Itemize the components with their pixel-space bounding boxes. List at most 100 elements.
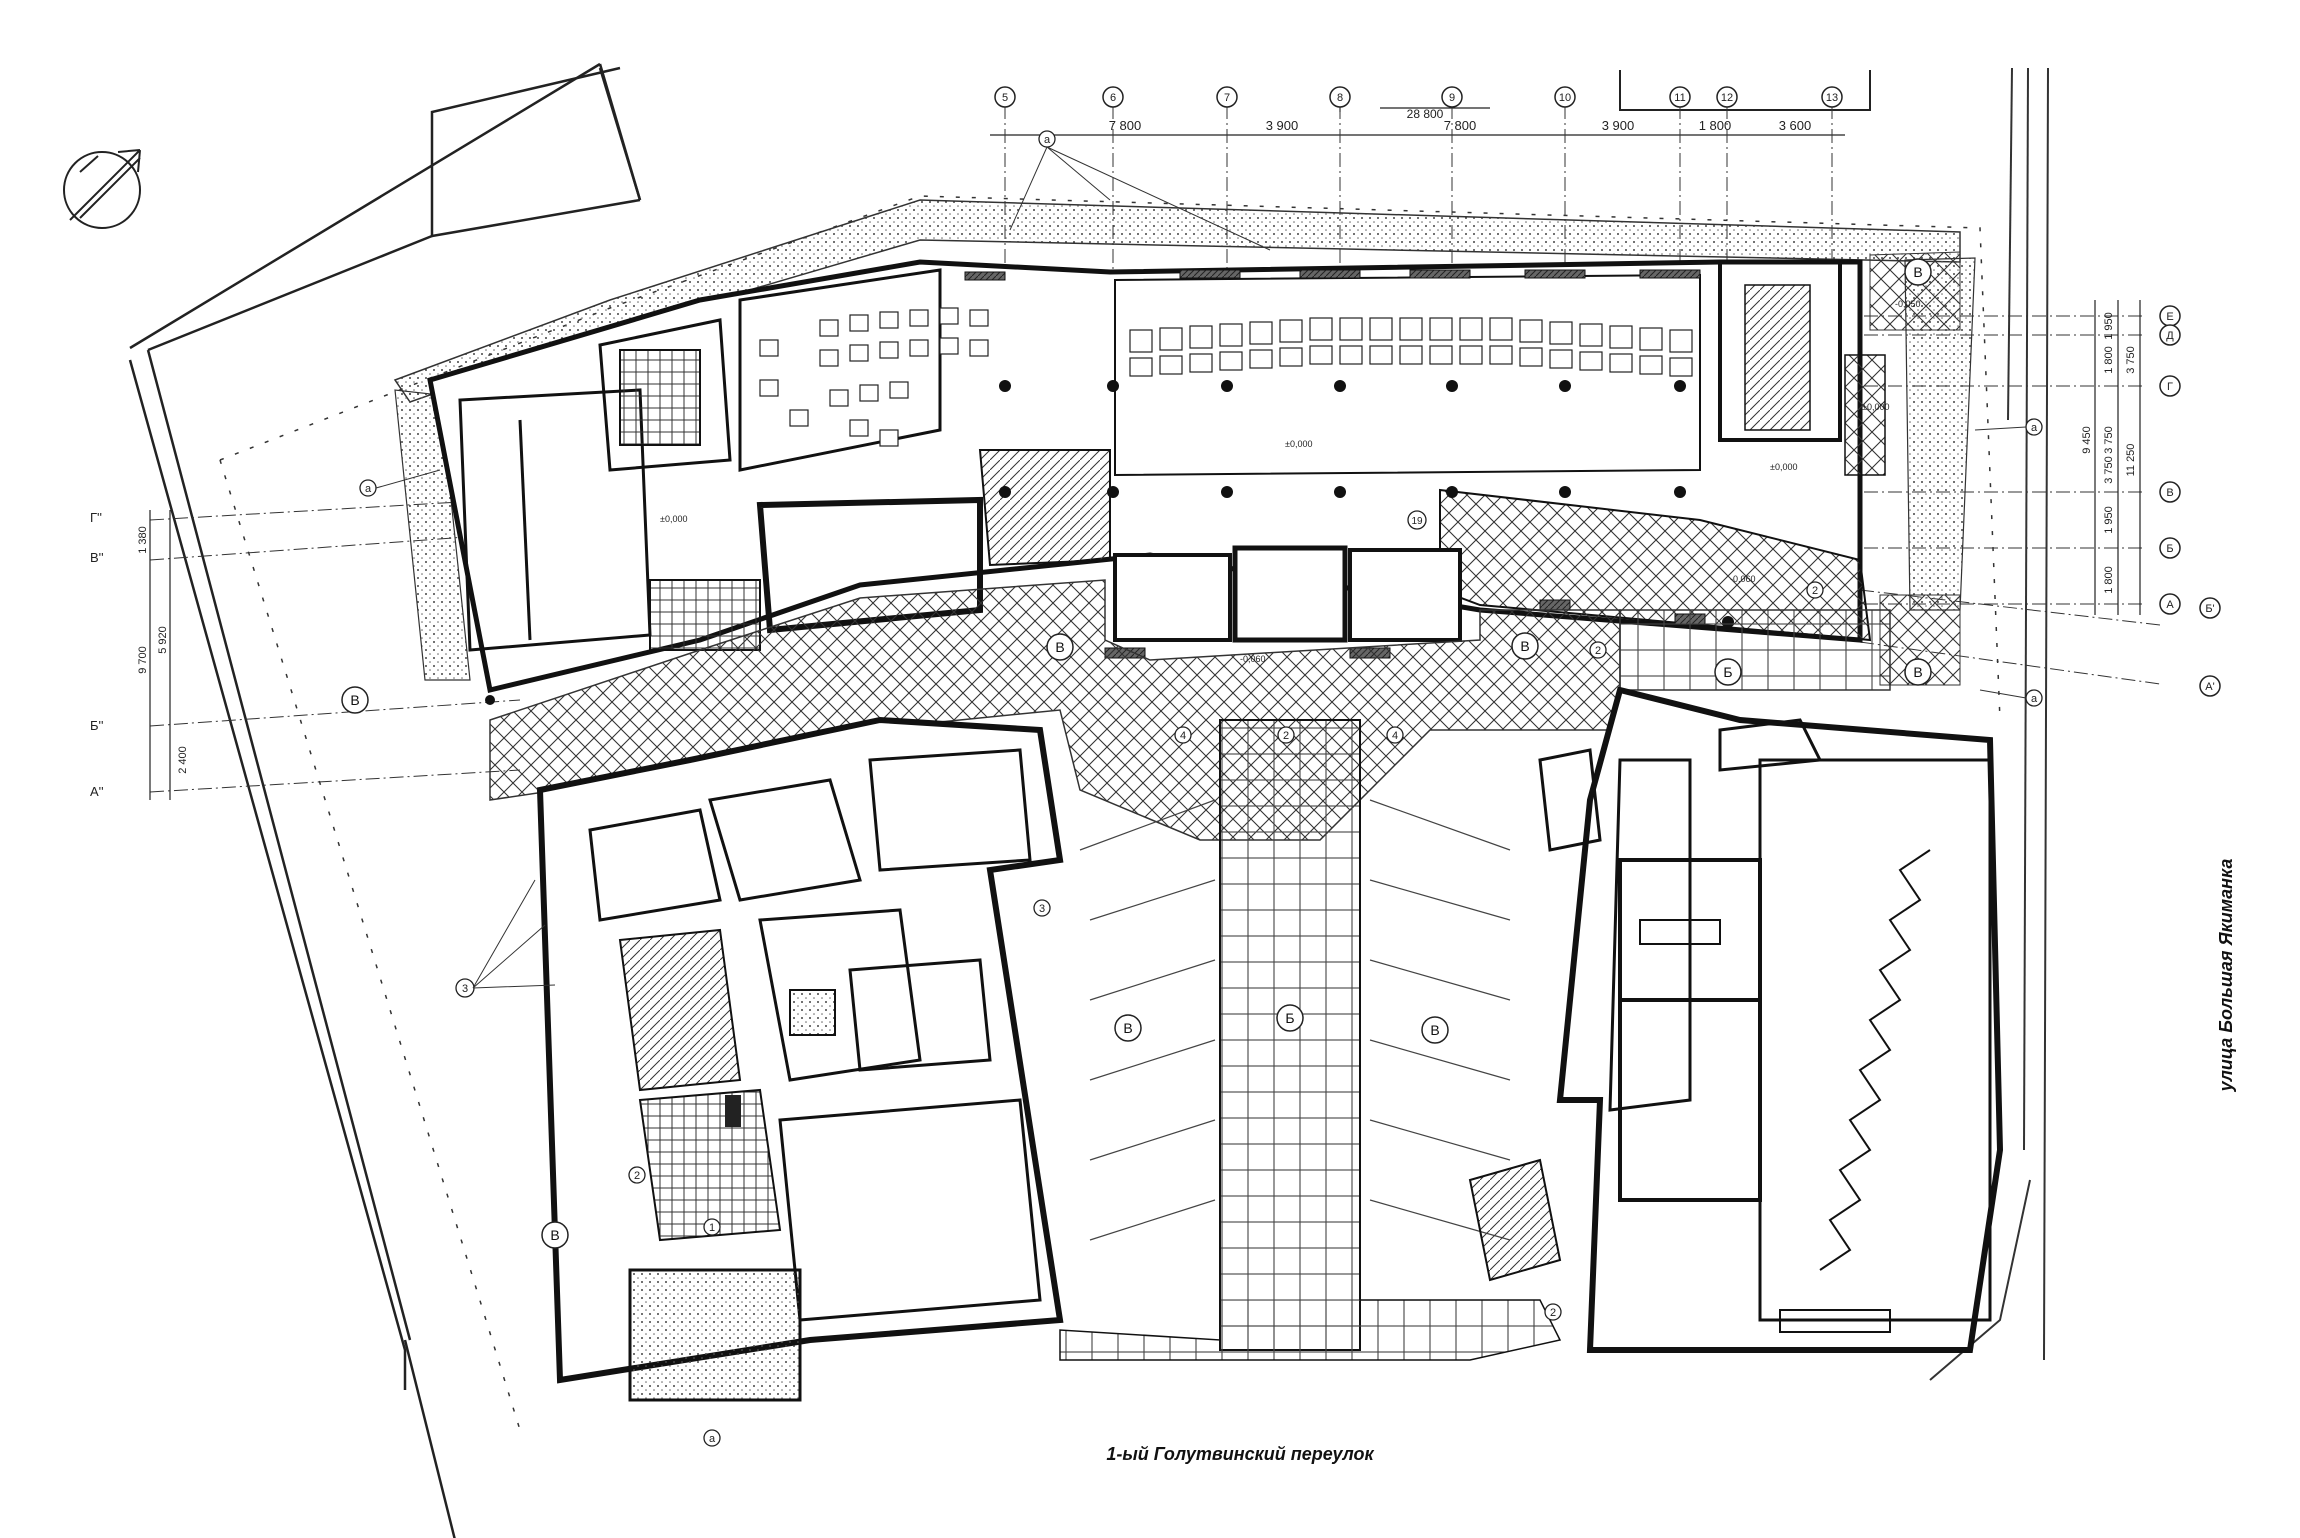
axis-label-A-prime: А' xyxy=(2205,681,2214,693)
neighbour-building-top-left xyxy=(129,62,642,350)
zone-v-4: В xyxy=(1913,264,1922,280)
axis-markers-right: Е Д Г В Б А Б' А' xyxy=(2159,305,2221,697)
level-2: -0,060 xyxy=(1240,654,1266,664)
callout-markers: а а а а а 2 2 2 2 2 1 4 4 3 3 19 xyxy=(359,130,2043,1447)
dim-right-1: 1 950 xyxy=(2103,312,2115,340)
marker-4-1: 4 xyxy=(1180,730,1186,742)
dim-top-4: 3 900 xyxy=(1602,118,1635,133)
dim-left-1: 1 380 xyxy=(137,526,149,554)
axis-label-B-prime: Б' xyxy=(2205,603,2214,615)
axis-label-12: 12 xyxy=(1721,92,1733,104)
dim-top-6: 3 600 xyxy=(1779,118,1812,133)
street-edge-right xyxy=(1929,67,2049,1381)
axis-label-9: 9 xyxy=(1449,92,1455,104)
axis-label-7: 7 xyxy=(1224,92,1230,104)
dim-right-5: 1 950 xyxy=(2103,506,2115,534)
dim-top-3: 7 800 xyxy=(1444,118,1477,133)
structural-columns xyxy=(485,380,1734,705)
dim-right-3: 3 750 xyxy=(2103,426,2115,454)
marker-2-1: 2 xyxy=(1283,730,1289,742)
zone-v-6: В xyxy=(1123,1020,1132,1036)
marker-2-3: 2 xyxy=(1812,585,1818,597)
axis-label-V: В xyxy=(2166,487,2173,499)
marker-4-2: 4 xyxy=(1392,730,1398,742)
dimension-labels-top: 7 800 3 900 7 800 3 900 1 800 3 600 28 8… xyxy=(1109,107,1812,133)
main-building xyxy=(427,259,1886,705)
zone-b-1: Б xyxy=(1285,1010,1294,1026)
dim-top-2: 3 900 xyxy=(1266,118,1299,133)
marker-a-3: а xyxy=(2031,422,2038,434)
courtyard-lower-left xyxy=(628,1268,802,1402)
axis-label-A-dbl: А'' xyxy=(90,784,104,799)
dim-right-4: 3 750 xyxy=(2103,456,2115,484)
dimension-chain-left xyxy=(149,510,171,800)
level-1: ±0,000 xyxy=(1285,439,1312,449)
marker-a-5: а xyxy=(709,1433,716,1445)
axis-label-13: 13 xyxy=(1826,92,1838,104)
north-arrow-icon xyxy=(63,149,141,229)
axis-label-G-dbl: Г'' xyxy=(90,510,102,525)
dimension-chain-right xyxy=(2094,300,2141,615)
axis-markers-top: 5 6 7 8 9 10 11 12 13 xyxy=(994,86,1843,108)
marker-2-4: 2 xyxy=(634,1170,640,1182)
workstations-left xyxy=(759,307,989,447)
zone-b-2: Б xyxy=(1723,664,1732,680)
dim-right-total-2: 3 750 xyxy=(2125,346,2137,374)
zone-labels: В В В В В В В В Б Б xyxy=(341,258,1932,1249)
dim-right-total-3: 11 250 xyxy=(2125,444,2137,477)
dim-right-6: 1 800 xyxy=(2103,566,2115,594)
workstations-hall xyxy=(1129,317,1693,377)
dim-top-5: 1 800 xyxy=(1699,118,1732,133)
axis-label-8: 8 xyxy=(1337,92,1343,104)
zone-v-2: В xyxy=(1055,639,1064,655)
axis-label-B-dbl: Б'' xyxy=(90,718,104,733)
zone-v-3: В xyxy=(1520,638,1529,654)
axis-label-6: 6 xyxy=(1110,92,1116,104)
dim-left-4: 2 400 xyxy=(177,746,189,774)
level-4: ±0,000 xyxy=(660,514,687,524)
dim-left-2: 5 920 xyxy=(157,626,169,654)
zone-v-7: В xyxy=(1430,1022,1439,1038)
marker-2-2: 2 xyxy=(1595,645,1601,657)
marker-3-1: 3 xyxy=(462,983,468,995)
marker-a-4: а xyxy=(2031,693,2038,705)
dim-right-total-1: 9 450 xyxy=(2081,426,2093,454)
axis-label-E: Е xyxy=(2166,311,2173,323)
dim-left-3: 9 700 xyxy=(137,646,149,674)
neighbour-building-left xyxy=(128,66,642,1538)
axis-label-D: Д xyxy=(2166,330,2174,342)
central-walkway xyxy=(1059,719,1562,1361)
axis-label-5: 5 xyxy=(1002,92,1008,104)
building-lower-right xyxy=(1468,686,2004,1353)
axis-label-A: А xyxy=(2166,599,2174,611)
marker-2-5: 2 xyxy=(1550,1307,1556,1319)
axis-label-B: Б xyxy=(2166,543,2173,555)
parking-lines xyxy=(1079,799,1511,1241)
marker-3-2: 3 xyxy=(1039,903,1045,915)
dim-right-2: 1 800 xyxy=(2103,346,2115,374)
marker-1: 1 xyxy=(709,1222,715,1234)
marker-19: 19 xyxy=(1411,516,1423,527)
marker-a-1: а xyxy=(1044,134,1051,146)
neighbour-building-top-right xyxy=(1619,70,1871,111)
dim-top-1: 7 800 xyxy=(1109,118,1142,133)
dimension-labels-right: 1 950 1 800 3 750 3 750 1 950 1 800 9 45… xyxy=(2081,312,2137,594)
zone-v-1: В xyxy=(350,692,359,708)
zone-v-8: В xyxy=(550,1227,559,1243)
street-label-right: улица Большая Якиманка xyxy=(2216,859,2236,1093)
level-marks: ±0,000 -0,060 -0,050 ±0,000 ±0,000 ±0,00… xyxy=(660,299,1921,664)
level-6: ±0,000 xyxy=(1862,402,1889,412)
marker-a-2: а xyxy=(365,483,372,495)
axis-label-10: 10 xyxy=(1559,92,1571,104)
axis-markers-left: Г'' В'' Б'' А'' 1 380 5 920 9 700 2 400 xyxy=(90,510,189,799)
axis-label-V-dbl: В'' xyxy=(90,550,104,565)
dim-top-inner: 28 800 xyxy=(1407,107,1444,121)
axis-label-11: 11 xyxy=(1674,92,1685,104)
street-label-bottom: 1-ый Голутвинский переулок xyxy=(1106,1444,1374,1464)
level-3: -0,050 xyxy=(1895,299,1921,309)
axis-label-G: Г xyxy=(2167,381,2173,393)
level-7: -0,060 xyxy=(1730,574,1756,584)
level-5: ±0,000 xyxy=(1770,462,1797,472)
zone-v-5: В xyxy=(1913,664,1922,680)
